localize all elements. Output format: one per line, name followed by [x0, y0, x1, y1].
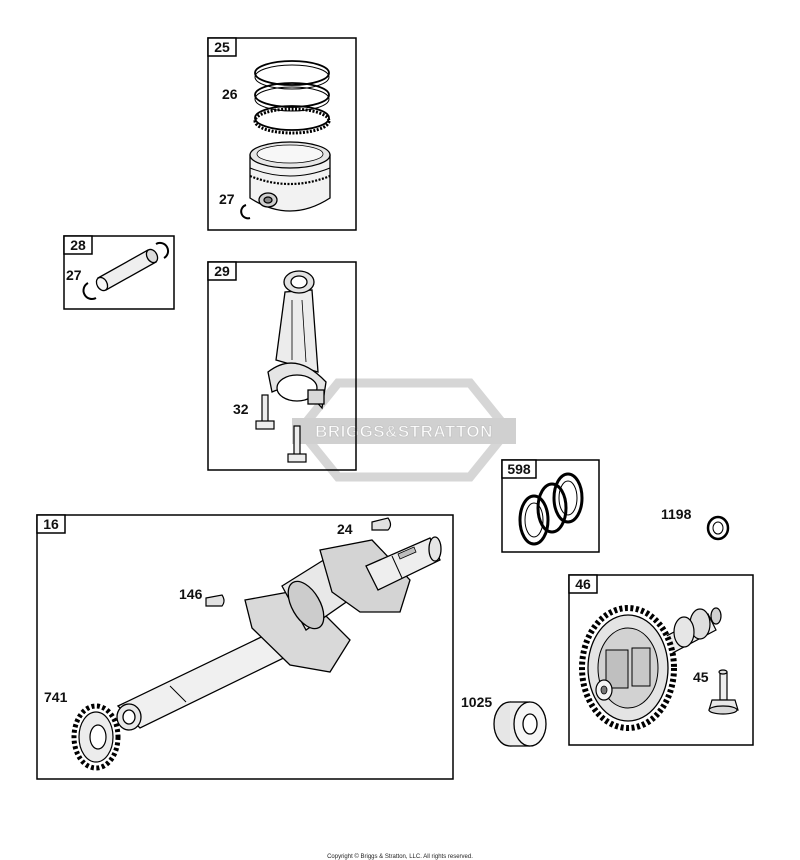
crankshaft-group-number: 16 — [43, 516, 59, 532]
seal-kit-group[interactable]: 598 — [501, 459, 600, 553]
key-upper-label: 24 — [337, 521, 353, 537]
timing-gear-label: 741 — [44, 689, 68, 705]
rings-label: 26 — [222, 86, 238, 102]
piston — [249, 141, 331, 212]
crankshaft-group[interactable]: 16 24 146 — [36, 514, 454, 780]
piston-clip — [240, 204, 251, 220]
crankshaft — [116, 536, 442, 731]
connecting-rod-group-number: 29 — [214, 263, 230, 279]
key-lower — [205, 594, 225, 607]
washer-label: 1198 — [661, 506, 692, 522]
seal-kit-group-number: 598 — [507, 461, 531, 477]
lifter-label: 45 — [693, 669, 709, 685]
watermark-text: BRIGGS&STRATTON — [315, 422, 493, 441]
copyright-text: Copyright © Briggs & Stratton, LLC. All … — [327, 853, 473, 860]
brand-watermark: BRIGGS&STRATTON — [292, 378, 516, 482]
gear-pulley-part[interactable]: 1025 — [461, 694, 547, 747]
clip-piston-label: 27 — [219, 191, 235, 207]
connecting-rod-group[interactable]: 29 32 — [207, 261, 357, 471]
rod-bolts — [255, 394, 307, 463]
key-upper — [371, 517, 392, 531]
clip-pin-label: 27 — [66, 267, 82, 283]
pin-clip-right — [155, 241, 170, 259]
piston-pin — [95, 248, 159, 292]
seal-rings — [518, 472, 584, 546]
connecting-rod — [267, 270, 327, 410]
piston-pin-group[interactable]: 28 27 — [63, 235, 175, 310]
camshaft-group-number: 46 — [575, 576, 591, 592]
piston-pin-group-number: 28 — [70, 237, 86, 253]
camshaft — [579, 605, 722, 731]
key-lower-label: 146 — [179, 586, 203, 602]
piston-group-number: 25 — [214, 39, 230, 55]
timing-gear — [71, 703, 121, 771]
piston-rings — [253, 60, 331, 135]
gear-pulley-label: 1025 — [461, 694, 492, 710]
washer-part[interactable]: 1198 — [661, 506, 730, 541]
pin-clip-left — [82, 282, 97, 300]
camshaft-group[interactable]: 46 45 — [568, 574, 754, 746]
piston-group[interactable]: 25 26 27 — [207, 37, 357, 231]
valve-lifter — [708, 669, 739, 715]
rod-bolt-label: 32 — [233, 401, 249, 417]
